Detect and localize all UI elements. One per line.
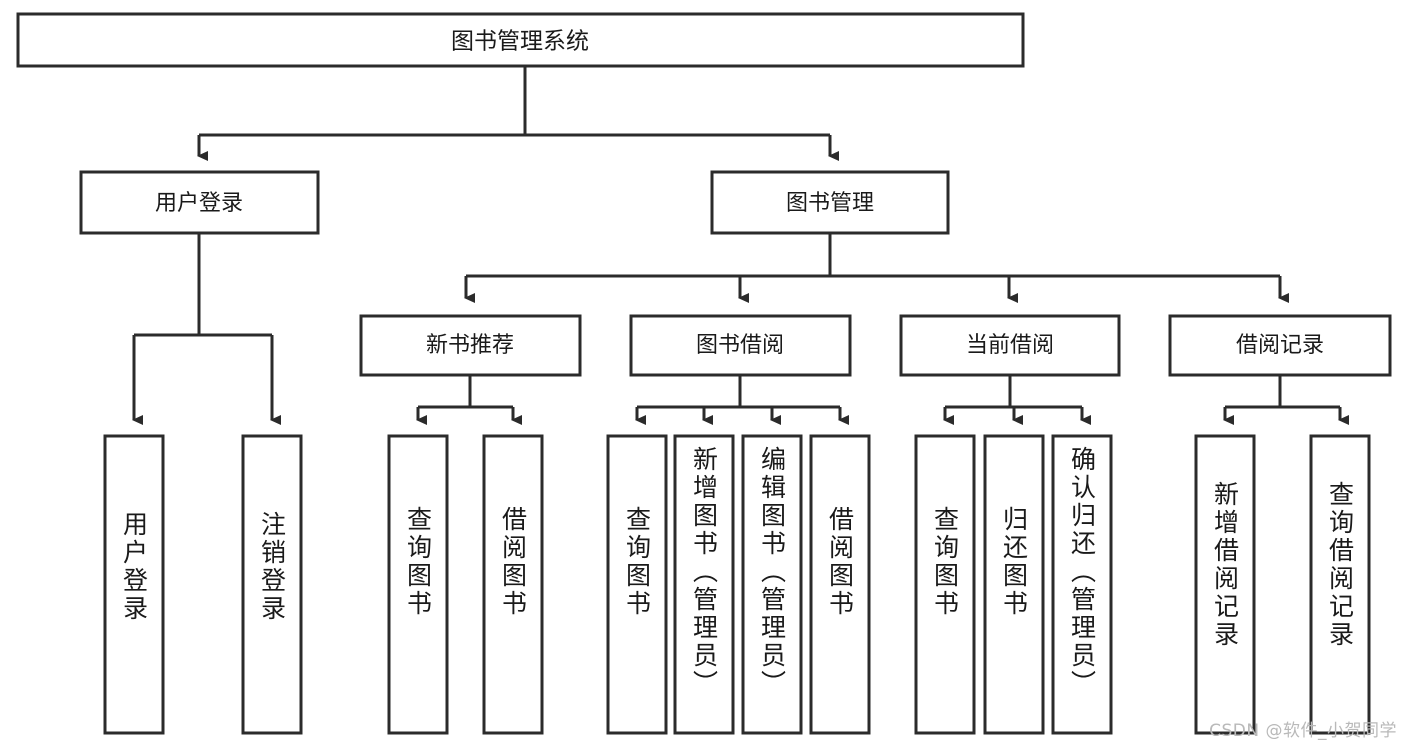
node-current-borrow-box [899,314,1121,377]
leaf-box-borrow-record-0[interactable] [1194,434,1256,735]
node-borrow-record-label: 借阅记录 [1236,333,1324,358]
node-borrow-record[interactable]: 借阅记录 [1168,314,1392,377]
connector-current-borrow-to-leaves [943,375,1091,425]
node-current-borrow-label: 当前借阅 [966,333,1054,358]
node-user-login-label: 用户登录 [155,191,243,216]
leaf-box-current-borrow-1[interactable] [983,434,1045,735]
leaf-box-borrow-record-1[interactable] [1309,434,1371,735]
node-user-login-box [79,170,320,235]
leaf-box-user-login-1[interactable] [241,434,303,735]
connector-book-borrow-to-leaves [635,375,849,425]
leaf-box-current-borrow-2[interactable] [1051,434,1113,735]
leaf-box-current-borrow-0[interactable] [914,434,976,735]
node-user-login[interactable]: 用户登录 [79,170,320,235]
connector-borrow-record-to-leaves [1223,375,1349,425]
node-new-book-recommend[interactable]: 新书推荐 [359,314,582,377]
leaf-box-book-borrow-3[interactable] [809,434,871,735]
connector-root-to-level2 [197,66,839,161]
node-book-management[interactable]: 图书管理 [710,170,950,235]
leaf-box-book-borrow-1[interactable] [673,434,735,735]
connector-new-book-recommend-to-leaves [416,375,522,425]
node-root-box [16,12,1025,68]
connector-book-management-to-level3 [464,233,1289,303]
leaf-box-user-login-0[interactable] [103,434,165,735]
node-book-borrow-label: 图书借阅 [696,333,784,358]
leaf-box-book-borrow-2[interactable] [741,434,803,735]
node-book-management-label: 图书管理 [786,191,874,216]
leaf-box-new-book-1[interactable] [482,434,544,735]
node-root[interactable]: 图书管理系统 [16,12,1025,68]
node-new-book-recommend-label: 新书推荐 [426,333,514,358]
node-current-borrow[interactable]: 当前借阅 [899,314,1121,377]
node-root-label: 图书管理系统 [451,29,589,55]
leaf-box-new-book-0[interactable] [387,434,449,735]
node-new-book-recommend-box [359,314,582,377]
connector-user-login-to-leaves [132,233,281,425]
watermark-text: CSDN @软件_小贺同学 [1209,721,1397,741]
node-book-borrow[interactable]: 图书借阅 [629,314,852,377]
leaf-box-book-borrow-0[interactable] [606,434,668,735]
